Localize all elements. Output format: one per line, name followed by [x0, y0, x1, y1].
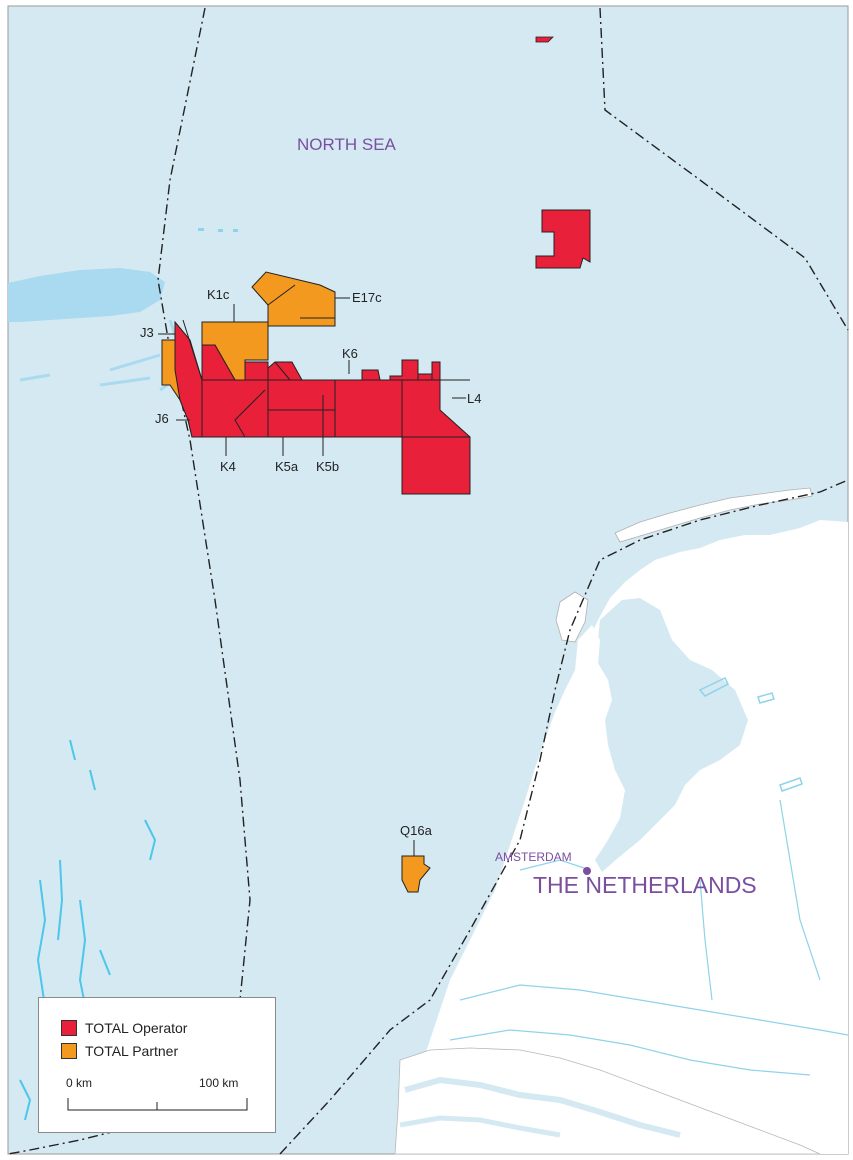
- north-sea-label: NORTH SEA: [297, 135, 397, 154]
- city-label: AMSTERDAM: [495, 850, 572, 864]
- label-j6: J6: [155, 411, 169, 426]
- operator-swatch: [61, 1020, 77, 1036]
- scale-end-label: 100 km: [199, 1076, 239, 1090]
- zeeland-channel-2: [399, 1115, 561, 1138]
- legend-row-partner: TOTAL Partner: [61, 1041, 178, 1061]
- coast-dots: [198, 228, 238, 232]
- partner-block-q16a: [401, 855, 431, 893]
- operator-block-top: [535, 36, 554, 43]
- block-boundaries: [182, 319, 470, 494]
- label-e17c: E17c: [352, 290, 382, 305]
- ijsselmeer: [595, 598, 748, 872]
- lake-1: [698, 677, 730, 697]
- partner-block-e17c-line: [267, 284, 335, 319]
- partner-block-e17c: [251, 271, 336, 327]
- texel-island: [555, 591, 589, 643]
- legend-row-operator: TOTAL Operator: [61, 1018, 187, 1038]
- leader-lines: [158, 297, 466, 856]
- label-q16a: Q16a: [400, 823, 433, 838]
- label-l4: L4: [467, 391, 481, 406]
- legend-partner-label: TOTAL Partner: [85, 1043, 179, 1059]
- country-label: THE NETHERLANDS: [533, 872, 757, 898]
- lake-2: [757, 692, 775, 704]
- scale-start-label: 0 km: [66, 1076, 93, 1090]
- zeeland-channel: [404, 1076, 681, 1138]
- maritime-boundaries: [7, 7, 849, 1155]
- uk-coast-lines: [19, 288, 161, 387]
- rivers: [449, 799, 849, 1076]
- wadden-islands: [614, 487, 813, 543]
- scale-bar: [67, 1098, 248, 1111]
- label-k5b: K5b: [316, 459, 339, 474]
- label-j3: J3: [140, 325, 154, 340]
- lake-3: [779, 777, 803, 792]
- zeeland-land: [394, 1047, 821, 1155]
- legend-operator-label: TOTAL Operator: [85, 1020, 188, 1036]
- label-k6: K6: [342, 346, 358, 361]
- label-k1c: K1c: [207, 287, 230, 302]
- amsterdam-dot: [583, 867, 591, 875]
- operator-block-ne: [535, 209, 591, 269]
- label-k4: K4: [220, 459, 236, 474]
- map-legend: TOTAL Operator TOTAL Partner 0 km 100 km: [38, 997, 276, 1133]
- label-k5a: K5a: [275, 459, 299, 474]
- partner-swatch: [61, 1043, 77, 1059]
- uk-estuary: [8, 268, 165, 322]
- noord-holland: [562, 625, 612, 862]
